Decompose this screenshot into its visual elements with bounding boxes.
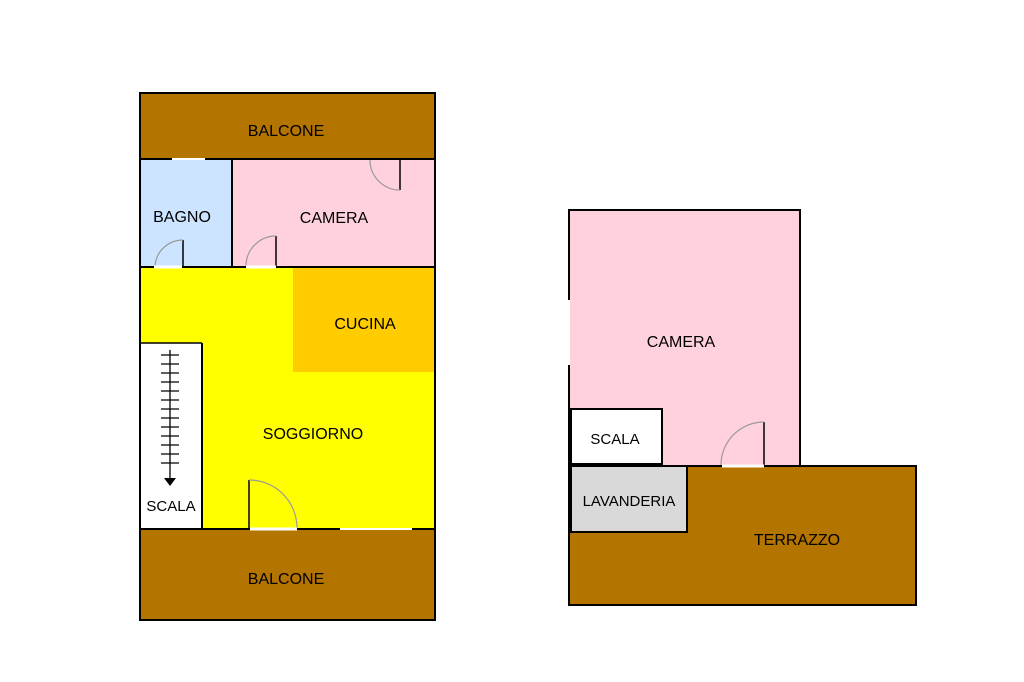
label-scala-upper: SCALA xyxy=(590,431,639,448)
room-balcone-top xyxy=(139,92,436,160)
label-cucina: CUCINA xyxy=(334,316,396,333)
label-bagno: BAGNO xyxy=(153,209,211,226)
label-camera-upper: CAMERA xyxy=(647,334,716,351)
label-balcone-top: BALCONE xyxy=(248,123,324,140)
door-icon xyxy=(369,159,401,191)
room-cucina xyxy=(293,268,434,372)
door-icon xyxy=(248,479,298,531)
door-icon xyxy=(245,235,277,269)
stairs-arrow-icon xyxy=(161,350,179,486)
label-balcone-bottom: BALCONE xyxy=(248,571,324,588)
door-icon xyxy=(154,239,184,269)
room-scala-upper xyxy=(570,408,663,465)
label-camera: CAMERA xyxy=(300,210,369,227)
label-soggiorno: SOGGIORNO xyxy=(263,426,363,443)
room-balcone-bottom xyxy=(139,528,436,621)
door-icon xyxy=(720,421,765,468)
room-lavanderia xyxy=(570,465,688,533)
room-bagno xyxy=(139,158,233,268)
label-terrazzo: TERRAZZO xyxy=(754,532,840,549)
label-lavanderia: LAVANDERIA xyxy=(583,493,676,510)
room-camera xyxy=(231,158,436,268)
floor-plan-left: BALCONE BAGNO CAMERA CUCINA xyxy=(139,92,436,621)
floor-plan-right: TERRAZZO CAMERA SCALA LAVANDERIA xyxy=(568,209,917,606)
label-scala: SCALA xyxy=(146,498,195,515)
